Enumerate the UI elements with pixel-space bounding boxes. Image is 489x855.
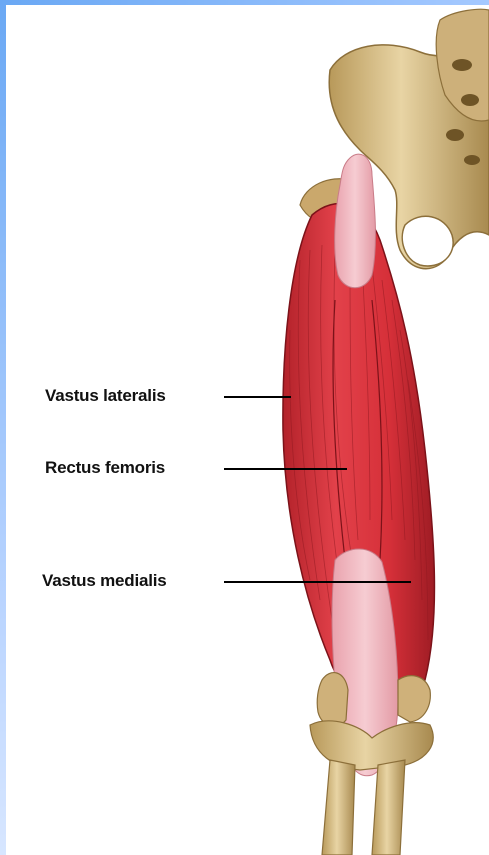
leader-vastus-medialis	[224, 581, 411, 583]
label-vastus-medialis: Vastus medialis	[42, 571, 167, 591]
leader-rectus-femoris	[224, 468, 347, 470]
upper-tendon	[335, 154, 376, 288]
label-vastus-lateralis: Vastus lateralis	[45, 386, 166, 406]
leader-vastus-lateralis	[224, 396, 291, 398]
label-rectus-femoris: Rectus femoris	[45, 458, 165, 478]
